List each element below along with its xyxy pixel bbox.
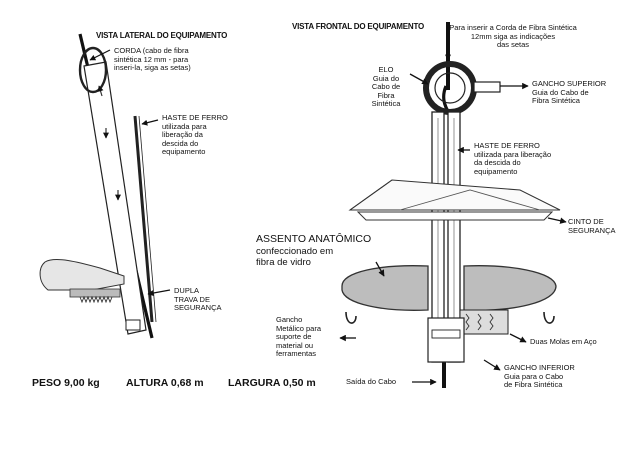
front-haste-label: HASTE DE FERRO utilizada para liberação … <box>474 141 552 176</box>
front-gancho-inferior-label: GANCHO INFERIOR Guia para o Cabo de Fibr… <box>504 363 575 389</box>
front-belt <box>356 211 554 221</box>
front-assento-label: ASSENTO ANATÔMICO confeccionado em fibra… <box>256 233 406 269</box>
front-seat-right <box>463 265 557 311</box>
front-seat-left <box>341 265 429 311</box>
side-view-title: VISTA LATERAL DO EQUIPAMENTO <box>96 31 228 40</box>
side-seat <box>39 259 125 291</box>
front-elo-label: ELO Guia do Cabo de Fibra Sintética <box>371 65 401 108</box>
spec-altura: ALTURA 0,68 m <box>126 377 204 389</box>
front-springs <box>459 309 509 335</box>
side-top-loop <box>78 46 108 94</box>
side-iron-rod <box>133 115 154 323</box>
assento-title: ASSENTO ANATÔMICO <box>256 233 372 245</box>
side-trava-label: DUPLA TRAVA DE SEGURANÇA <box>174 286 222 312</box>
spec-peso: PESO 9,00 kg <box>32 377 100 389</box>
front-inserir-label: Para inserir a Corda de Fibra Sintética … <box>449 23 577 49</box>
side-corda-label: CORDA (cabo de fibra sintética 12 mm - p… <box>114 46 191 72</box>
side-haste-label: HASTE DE FERRO utilizada para liberação … <box>162 113 228 156</box>
front-molas-label: Duas Molas em Aço <box>530 337 597 346</box>
front-cinto-label: CINTO DE SEGURANÇA <box>568 217 616 235</box>
front-gancho-metalico-label: Gancho Metálico para suporte de material… <box>276 315 322 358</box>
spec-largura: LARGURA 0,50 m <box>228 377 316 389</box>
front-view-title: VISTA FRONTAL DO EQUIPAMENTO <box>292 22 425 31</box>
front-saida-label: Saída do Cabo <box>346 377 397 386</box>
side-view-drawing <box>39 33 171 339</box>
front-gancho-superior-label: GANCHO SUPERIOR Guia do Cabo de Fibra Si… <box>532 79 607 105</box>
front-view-drawing <box>339 22 567 388</box>
